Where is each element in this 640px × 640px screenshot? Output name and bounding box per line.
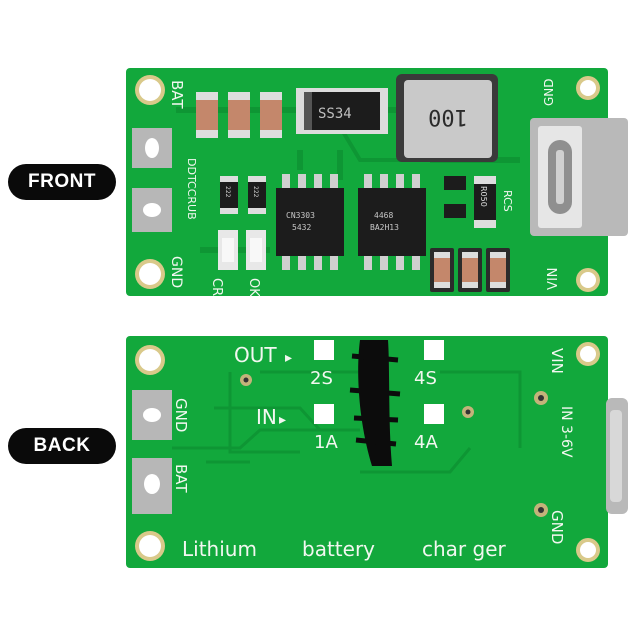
- front-gnd-left-label: GND: [168, 256, 184, 288]
- back-4a-label: 4A: [414, 432, 438, 453]
- back-gnd-left-label: GND: [172, 398, 190, 432]
- back-in-label: IN: [256, 405, 277, 429]
- front-cap-bottom-3: [486, 248, 510, 292]
- back-2s-label: 2S: [310, 368, 333, 389]
- back-via-4: [240, 374, 252, 386]
- back-hole-bottom-left: [135, 531, 165, 561]
- back-caption-lithium: Lithium: [182, 537, 257, 561]
- front-sense-resistor-code: R050: [479, 186, 488, 207]
- back-board: GND BAT OUT ▸ IN ▸ 2S 4S 1A 4A VIN IN 3-…: [126, 336, 628, 568]
- front-capacitor-1: [196, 92, 218, 138]
- back-caption-battery: battery: [302, 537, 375, 561]
- back-jumper-2s: [314, 340, 334, 360]
- back-jumper-1a: [314, 404, 334, 424]
- back-pad-gnd: [132, 390, 172, 440]
- back-in-range-label: IN 3-6V: [558, 406, 574, 458]
- back-via-1: [534, 391, 548, 405]
- front-board: BAT GND DDTCCRUB GND VIN RCS CR OK SS34 …: [126, 68, 628, 297]
- front-chip-1-line2: 5432: [292, 223, 311, 232]
- back-vin-label: VIN: [548, 348, 566, 374]
- back-via-2: [534, 503, 548, 517]
- front-capacitor-2: [228, 92, 250, 138]
- back-out-label: OUT: [234, 343, 277, 367]
- front-vin-label: VIN: [546, 268, 561, 290]
- front-chip-2-line1: 4468: [374, 211, 393, 220]
- front-diode: SS34: [296, 88, 388, 134]
- front-inductor: 100: [396, 74, 498, 162]
- back-out-arrow: ▸: [285, 350, 292, 366]
- front-diode-label: SS34: [318, 106, 352, 122]
- front-ok-label: OK: [246, 278, 261, 297]
- front-hole-top-left: [135, 75, 165, 105]
- front-resistor-left: 222: [220, 176, 238, 214]
- front-hole-bottom-right: [576, 268, 600, 292]
- back-4s-label: 4S: [414, 368, 437, 389]
- front-chip-2: 4468 BA2H13: [358, 174, 426, 270]
- front-sense-resistor: R050: [474, 176, 496, 228]
- back-hole-top-left: [135, 345, 165, 375]
- back-gnd-right-label: GND: [548, 510, 566, 544]
- front-chip-1: CN3303 5432: [276, 174, 344, 270]
- front-chip-1-line1: CN3303: [286, 211, 315, 220]
- front-resistor-left-code: 222: [224, 186, 231, 198]
- back-usb-c-port: [606, 398, 628, 514]
- front-capacitor-3: [260, 92, 282, 138]
- front-pad-upper: [132, 128, 172, 168]
- front-rcs-label: RCS: [501, 190, 514, 212]
- back-jumper-4a: [424, 404, 444, 424]
- front-led-ok: [246, 230, 266, 270]
- back-label: BACK: [8, 428, 116, 464]
- back-hole-bottom-right: [576, 538, 600, 562]
- front-led-cr: [218, 230, 238, 270]
- front-chip-2-line2: BA2H13: [370, 223, 399, 232]
- front-hole-top-right: [576, 76, 600, 100]
- back-jumper-4s: [424, 340, 444, 360]
- back-pad-bat: [132, 458, 172, 514]
- front-cap-bottom-2: [458, 248, 482, 292]
- front-ddtcc-label: DDTCCRUB: [185, 158, 198, 220]
- front-inductor-label: 100: [428, 104, 468, 129]
- back-bat-label: BAT: [172, 464, 190, 493]
- front-resistor-right: 222: [248, 176, 266, 214]
- back-1a-label: 1A: [314, 432, 338, 453]
- back-hole-top-right: [576, 342, 600, 366]
- back-in-arrow: ▸: [279, 412, 286, 428]
- front-label: FRONT: [8, 164, 116, 200]
- front-small-component-b: [444, 204, 466, 218]
- front-hole-bottom-left: [135, 259, 165, 289]
- front-cr-label: CR: [209, 278, 224, 296]
- back-via-3: [462, 406, 474, 418]
- back-caption-charger: char ger: [422, 537, 507, 561]
- front-gnd-top-right-label: GND: [542, 78, 556, 106]
- front-resistor-right-code: 222: [252, 186, 259, 198]
- front-cap-bottom-1: [430, 248, 454, 292]
- front-usb-c-port: [530, 118, 628, 236]
- front-small-component-a: [444, 176, 466, 190]
- front-pad-lower: [132, 188, 172, 232]
- front-bat-label: BAT: [168, 80, 186, 109]
- back-marker-stroke: [349, 340, 401, 466]
